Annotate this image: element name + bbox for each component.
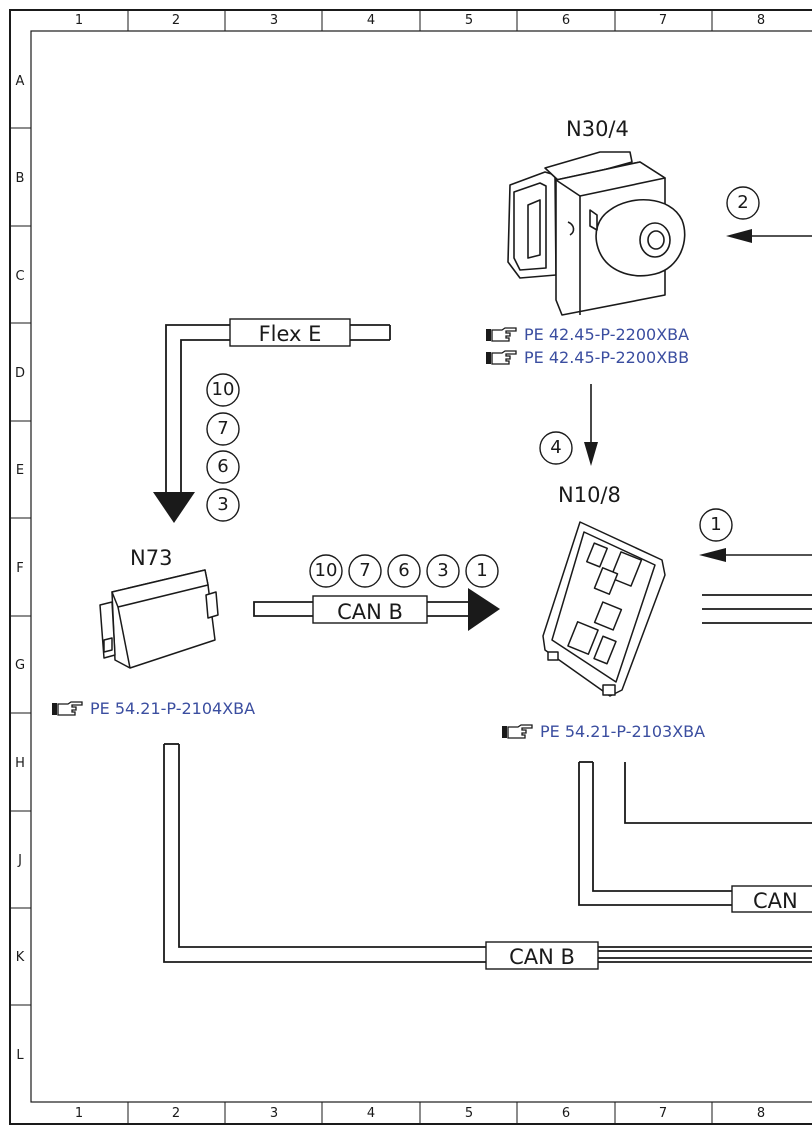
- grid-row-d: D: [14, 366, 25, 381]
- can-right-bus: [578, 761, 812, 906]
- grid-row-h: H: [15, 756, 25, 771]
- can-b-bottom-bus: [163, 743, 812, 963]
- marker-circles: [206, 186, 760, 588]
- pointing-hand-icon: [486, 326, 517, 342]
- grid-col-2-bottom: 2: [171, 1106, 181, 1121]
- can-b-bottom-label: CAN B: [509, 945, 575, 969]
- pointing-hand-icon: [486, 349, 517, 365]
- grid-col-1: 1: [74, 13, 84, 28]
- marker-canb-7: 7: [359, 560, 371, 581]
- grid-col-3-bottom: 3: [269, 1106, 279, 1121]
- can-b-mid-arrowhead: [468, 588, 500, 631]
- arrow-right-mid-head: [699, 548, 726, 562]
- grid-col-5-bottom: 5: [464, 1106, 474, 1121]
- grid-col-2: 2: [171, 13, 181, 28]
- grid-row-a: A: [15, 74, 25, 89]
- n10-8-output-lines: [702, 594, 812, 624]
- grid-col-4-bottom: 4: [366, 1106, 376, 1121]
- can-b-mid-box: [312, 595, 428, 624]
- n10-8-label: N10/8: [558, 483, 621, 507]
- grid-col-8: 8: [756, 13, 766, 28]
- grid-row-b: B: [15, 171, 25, 186]
- grid-col-5: 5: [464, 13, 474, 28]
- marker-arrow-2: 2: [737, 192, 749, 213]
- marker-flexe-6: 6: [217, 456, 229, 477]
- n30-4-module[interactable]: [507, 151, 686, 316]
- grid-row-k: K: [15, 950, 25, 965]
- flex-e-bus: [165, 324, 391, 500]
- inner-frame: [30, 30, 812, 1103]
- n30-4-ref-1-text[interactable]: PE 42.45-P-2200XBA: [524, 325, 690, 344]
- grid-col-4: 4: [366, 13, 376, 28]
- row-dividers: [10, 127, 31, 1006]
- n73-ref-1[interactable]: PE 54.21-P-2104XBA: [52, 699, 255, 718]
- grid-col-6-bottom: 6: [561, 1106, 571, 1121]
- n30-4-label: N30/4: [566, 117, 629, 141]
- arrow-right-top-head: [726, 229, 752, 243]
- n10-8-ref-1-text[interactable]: PE 54.21-P-2103XBA: [540, 722, 706, 741]
- marker-canb-6: 6: [398, 560, 410, 581]
- n73-label: N73: [130, 546, 173, 570]
- n30-4-ref-2-text[interactable]: PE 42.45-P-2200XBB: [524, 348, 690, 367]
- pointing-hand-icon: [52, 700, 83, 716]
- n73-ref-1-text[interactable]: PE 54.21-P-2104XBA: [90, 699, 256, 718]
- grid-col-1-bottom: 1: [74, 1106, 84, 1121]
- grid-col-6: 6: [561, 13, 571, 28]
- marker-flexe-3: 3: [217, 494, 229, 515]
- n10-8-ref-1[interactable]: PE 54.21-P-2103XBA: [502, 722, 705, 741]
- grid-col-7: 7: [658, 13, 668, 28]
- grid-row-j: J: [18, 853, 22, 868]
- grid-row-f: F: [16, 561, 24, 576]
- flex-e-arrowhead: [153, 492, 195, 523]
- can-b-mid-label: CAN B: [337, 600, 403, 624]
- grid-col-8-bottom: 8: [756, 1106, 766, 1121]
- can-right-label: CAN: [753, 889, 798, 913]
- can-right-box: [731, 885, 812, 913]
- flex-e-label: Flex E: [258, 322, 322, 346]
- marker-canb-10: 10: [314, 560, 338, 581]
- grid-col-3: 3: [269, 13, 279, 28]
- n30-4-ref-2[interactable]: PE 42.45-P-2200XBB: [486, 348, 689, 367]
- n30-4-ref-1[interactable]: PE 42.45-P-2200XBA: [486, 325, 689, 344]
- grid-row-g: G: [14, 658, 26, 673]
- marker-canb-1: 1: [476, 560, 488, 581]
- arrow-down-head: [584, 442, 598, 466]
- marker-canb-3: 3: [437, 560, 449, 581]
- grid-col-7-bottom: 7: [658, 1106, 668, 1121]
- marker-flexe-7: 7: [217, 418, 229, 439]
- grid-row-e: E: [15, 463, 25, 478]
- marker-flexe-10: 10: [211, 379, 235, 400]
- flex-e-box: [229, 318, 351, 347]
- can-b-bottom-box: [485, 941, 599, 970]
- grid-row-c: C: [15, 269, 25, 284]
- outer-frame: [9, 9, 812, 1125]
- marker-arrow-1: 1: [710, 514, 722, 535]
- marker-arrow-down-4: 4: [550, 437, 562, 458]
- n73-module[interactable]: [99, 569, 219, 669]
- pointing-hand-icon: [502, 723, 533, 739]
- column-dividers: [127, 10, 713, 1124]
- grid-row-l: L: [16, 1048, 24, 1063]
- n10-8-module[interactable]: [542, 521, 666, 697]
